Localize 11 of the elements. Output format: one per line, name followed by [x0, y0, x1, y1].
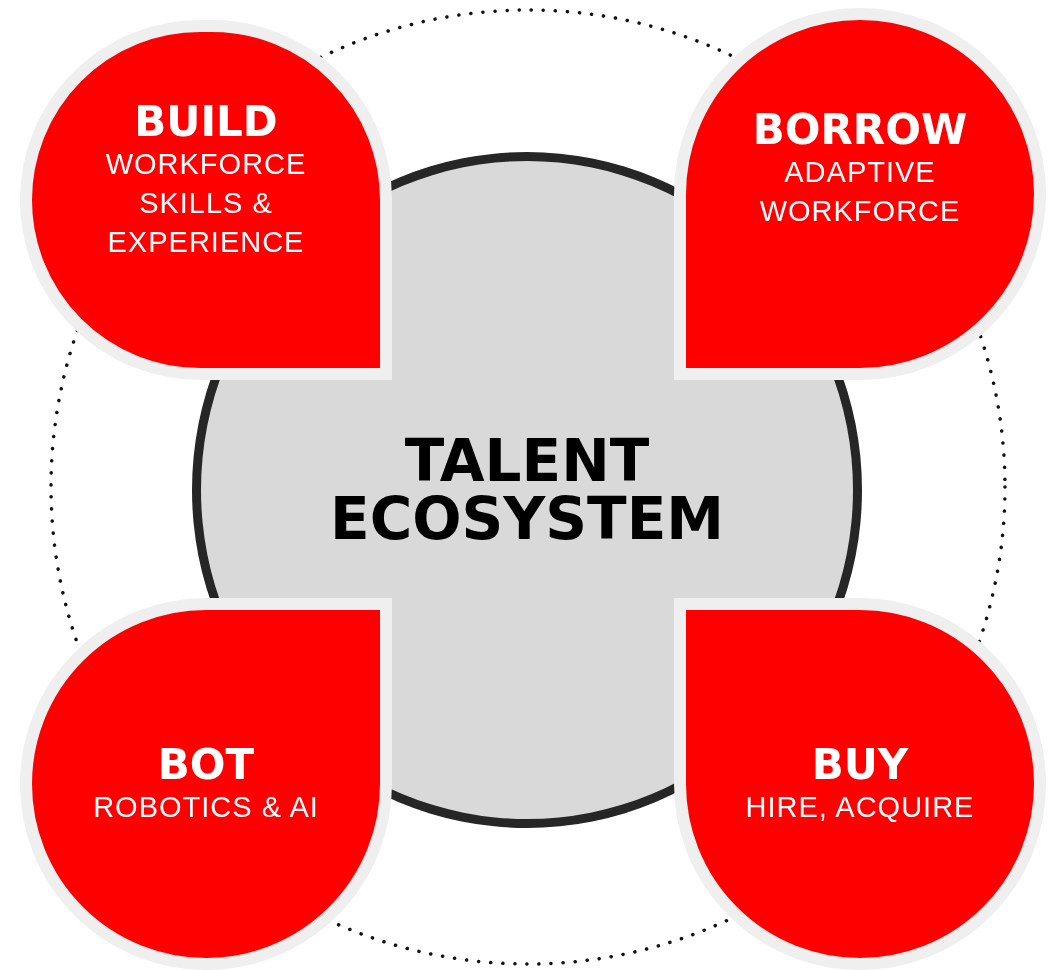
category-heading: BORROW	[752, 107, 968, 153]
category-heading: BUY	[811, 741, 909, 788]
category-description: ROBOTICS & AI	[92, 789, 320, 825]
category-description: HIRE, ACQUIRE	[744, 789, 976, 825]
petal-shape	[674, 598, 1046, 970]
category-heading: BOT	[157, 741, 255, 788]
category-description: WORKFORCE SKILLS & EXPERIENCE	[104, 146, 308, 260]
category-description: ADAPTIVE WORKFORCE	[758, 155, 962, 229]
center-title: TALENT ECOSYSTEM	[329, 432, 725, 548]
category-heading: BUILD	[134, 98, 278, 145]
petal-shape	[20, 598, 392, 970]
